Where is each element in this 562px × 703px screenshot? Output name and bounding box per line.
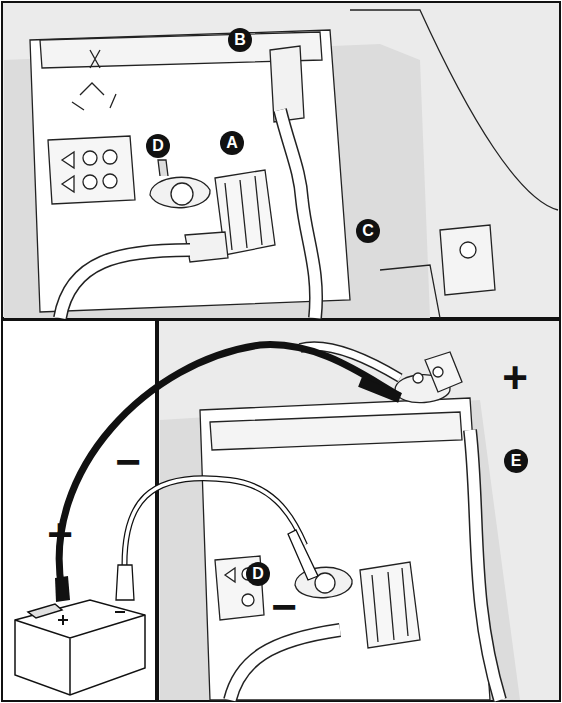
callout-letter: A — [220, 131, 244, 155]
callout-letter: E — [504, 449, 528, 473]
polarity-sign: + — [495, 356, 535, 400]
callout-letter: C — [356, 219, 380, 243]
callout-letter: D — [146, 134, 170, 158]
polarity-sign: − — [108, 440, 148, 484]
callout-letter: D — [246, 562, 270, 586]
polarity-sign: + — [40, 513, 80, 557]
callout-letter: B — [228, 28, 252, 52]
polarity-sign: − — [264, 585, 304, 629]
